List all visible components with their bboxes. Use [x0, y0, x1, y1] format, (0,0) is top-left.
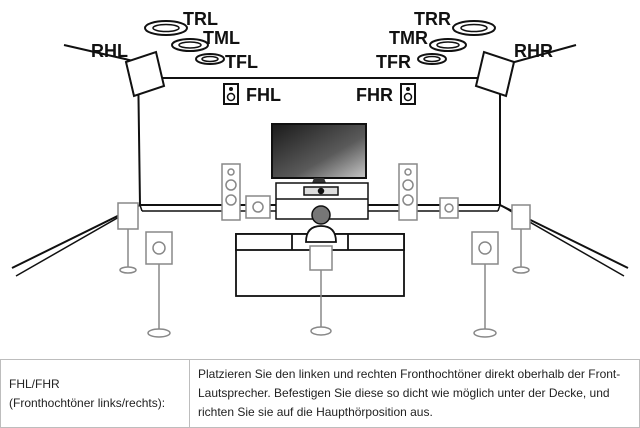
term-description: (Fronthochtöner links/rechts):: [9, 395, 166, 410]
label-trl: TRL: [183, 9, 218, 29]
table-row: FHL/FHR (Fronthochtöner links/rechts): P…: [0, 359, 640, 428]
label-tfr: TFR: [376, 52, 411, 72]
label-trr: TRR: [414, 9, 451, 29]
center-rear-speaker-icon: [309, 245, 333, 336]
surround-right-speaker-icon: [511, 204, 531, 274]
label-tml: TML: [203, 28, 240, 48]
ceiling-speaker-trr-icon: [452, 20, 496, 36]
rear-height-speaker-rhr-icon: [474, 50, 516, 98]
tv-icon: [271, 123, 367, 183]
label-rhr: RHR: [514, 41, 553, 61]
surround-back-right-speaker-icon: [471, 231, 499, 338]
label-tmr: TMR: [389, 28, 428, 48]
ceiling-speaker-tfl-icon: [195, 53, 225, 65]
listener-icon: [305, 205, 337, 243]
ceiling-speaker-trl-icon: [144, 20, 188, 36]
front-left-tower-speaker-icon: [221, 163, 241, 221]
front-height-speaker-fhl-icon: [223, 83, 239, 105]
term-cell: FHL/FHR (Fronthochtöner links/rechts):: [0, 359, 190, 428]
surround-left-speaker-icon: [117, 202, 139, 274]
label-fhr: FHR: [356, 85, 393, 105]
rear-height-speaker-rhl-icon: [124, 50, 166, 98]
ceiling-speaker-tfr-icon: [417, 53, 447, 65]
description-cell: Platzieren Sie den linken und rechten Fr…: [189, 359, 640, 428]
surround-back-left-speaker-icon: [145, 231, 173, 338]
label-fhl: FHL: [246, 85, 281, 105]
speaker-layout-diagram: TRL TML TFL RHL FHL TRR TMR TFR RHR FHR: [11, 9, 629, 338]
subwoofer-left-icon: [245, 195, 271, 219]
front-height-speaker-fhr-icon: [400, 83, 416, 105]
label-rhl: RHL: [91, 41, 128, 61]
label-tfl: TFL: [225, 52, 258, 72]
speaker-info-table: FHL/FHR (Fronthochtöner links/rechts): P…: [0, 359, 640, 428]
subwoofer-right-icon: [439, 197, 459, 219]
ceiling-speaker-tmr-icon: [429, 38, 467, 52]
front-right-tower-speaker-icon: [398, 163, 418, 221]
term-code: FHL/FHR: [9, 376, 60, 391]
ceiling-speaker-tml-icon: [171, 38, 209, 52]
